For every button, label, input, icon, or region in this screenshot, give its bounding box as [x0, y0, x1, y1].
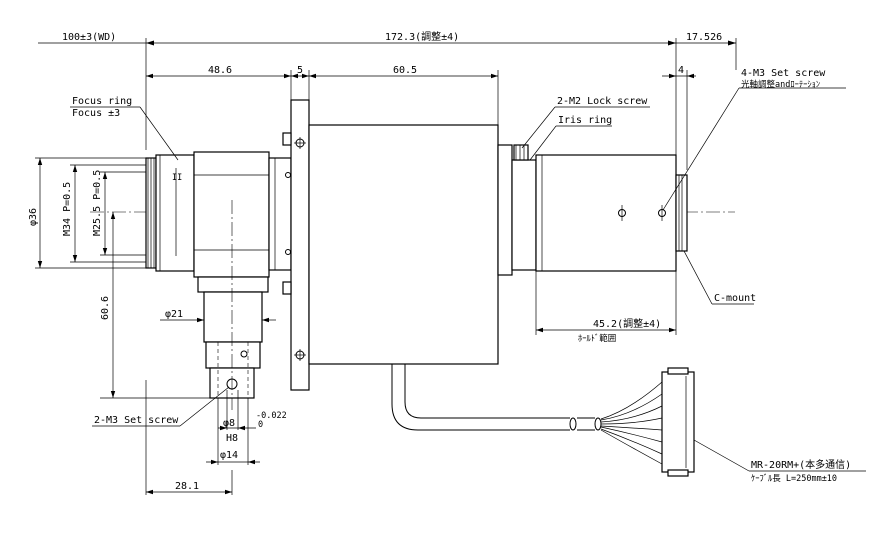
dim-tol: -0.022: [256, 411, 287, 421]
dim-overall: 172.3(調整±4): [385, 30, 459, 43]
dim-tol0: 0: [258, 420, 263, 430]
callout-set-screw-4: 4-M3 Set screw: [741, 68, 826, 79]
dim-dia14: φ14: [220, 450, 238, 461]
callout-iris-ring: Iris ring: [558, 115, 612, 126]
callout-focus-ring: Focus ring: [72, 96, 132, 107]
lens-assembly: II: [145, 151, 292, 410]
callout-set-screw-4-jp: 光軸調整andﾛｰﾃｰｼｮﾝ: [741, 79, 820, 90]
dim-281: 28.1: [175, 481, 199, 492]
svg-text:II: II: [172, 173, 182, 183]
dim-dia36: φ36: [28, 208, 39, 226]
cable: [391, 364, 695, 477]
left-dimensions: φ36 M34 P=0.5 M25.5 P=0.5 60.6: [28, 157, 210, 399]
callout-set-screw-2: 2-M3 Set screw: [94, 415, 179, 426]
dim-wd: 100±3(WD): [62, 32, 116, 43]
dim-dia21: φ21: [165, 309, 183, 320]
dim-dia8: φ8: [223, 418, 235, 429]
callout-cmount: C-mount: [714, 293, 756, 304]
dim-h606: 60.6: [100, 296, 111, 320]
dim-h8: H8: [226, 433, 238, 444]
callout-cable: ｹｰﾌﾞﾙ長 L=250mm±10: [751, 474, 837, 484]
top-dimensions: 100±3(WD) 172.3(調整±4) 17.526 48.6 5 60.5…: [38, 30, 737, 170]
dim-body-length: 60.5: [393, 65, 417, 76]
callout-focus-pm: Focus ±3: [72, 108, 120, 119]
camera-body: [308, 124, 688, 365]
callouts: Focus ring Focus ±3 2-M2 Lock screw Iris…: [70, 68, 866, 484]
dim-cmount-gap: 4: [678, 65, 684, 76]
callout-lock-screw: 2-M2 Lock screw: [557, 96, 648, 107]
dim-plate: 5: [297, 65, 303, 76]
dim-lens-length: 48.6: [208, 65, 232, 76]
dim-m25: M25.5 P=0.5: [92, 170, 103, 236]
callout-connector: MR-20RM+(本多通信): [751, 458, 851, 471]
dim-hold-range: 45.2(調整±4): [593, 317, 661, 330]
dim-hold-range-label: ﾎｰﾙﾄﾞ範囲: [578, 333, 616, 344]
dim-m34: M34 P=0.5: [62, 182, 73, 236]
dim-right-flange: 17.526: [686, 32, 722, 43]
bottom-dimensions: φ21 φ8 -0.022 0 H8 φ14 28.1 45.2(調整±4) ﾎ…: [145, 251, 677, 495]
